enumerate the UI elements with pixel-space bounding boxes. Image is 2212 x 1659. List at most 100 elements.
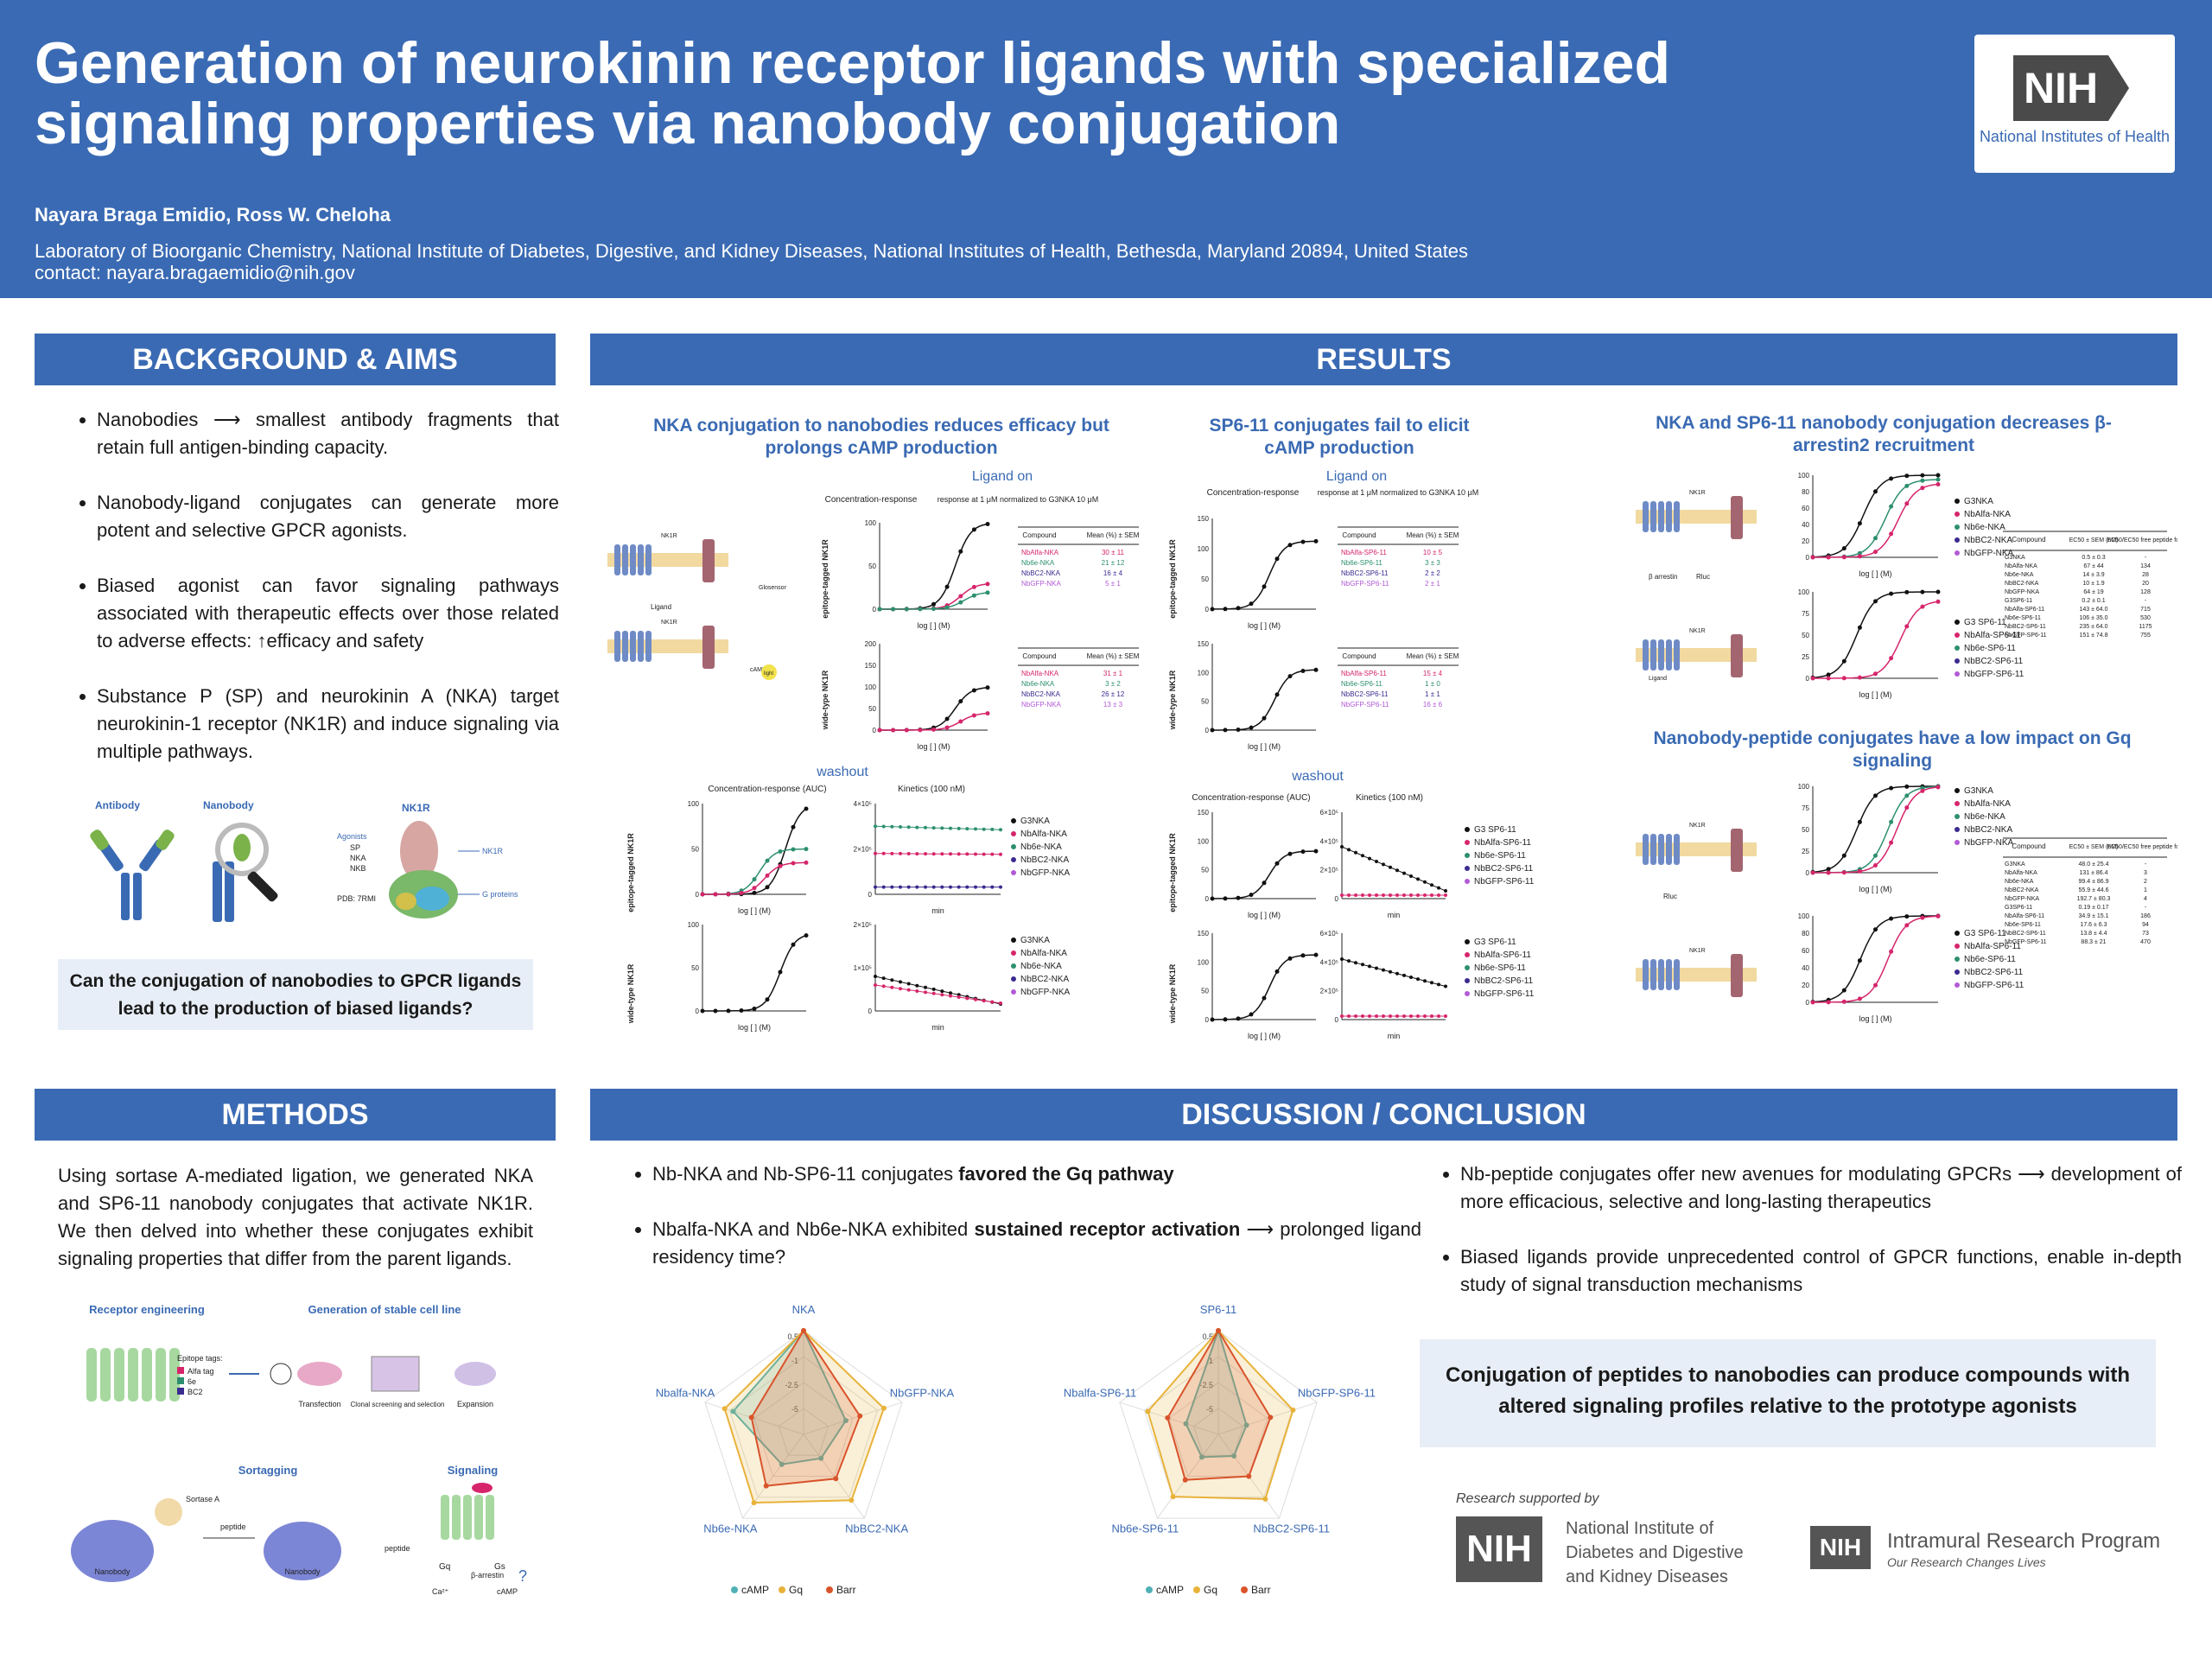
radar-series-cAMP [1185, 1327, 1248, 1459]
data-point [1249, 893, 1254, 898]
table-cell: - [2145, 905, 2147, 911]
data-point [1262, 995, 1267, 1001]
table-header: Mean (%) ± SEM [1407, 652, 1459, 660]
radar-series-Barr [750, 1329, 861, 1487]
data-point [985, 685, 990, 690]
legend-label: NbAlfa-NKA [1020, 830, 1067, 839]
nk1r-label: NK1R [402, 802, 430, 814]
data-point [985, 582, 990, 587]
nbalfa-kinetics [874, 984, 1001, 1004]
tick-label: 6×10⁵ [1320, 809, 1338, 817]
legend-label: NbAlfa-NKA [1964, 510, 2011, 519]
legend-label: NbGFP-SP6-11 [1474, 989, 1535, 999]
legend-marker [1011, 963, 1016, 969]
data-point [1223, 728, 1228, 733]
radar-point [1246, 1473, 1252, 1479]
data-point [904, 728, 909, 733]
table-cell: NbBC2-SP6-11 [2005, 931, 2046, 937]
ligand-diagram-label: Ligand [651, 603, 671, 611]
table-cell: 1 ± 0 [1425, 680, 1440, 688]
cyclase [1731, 634, 1743, 677]
legend-label: NbGFP-NKA [1964, 549, 2014, 558]
tick-label: 2×10⁵ [854, 846, 872, 854]
radar-point [1290, 1407, 1296, 1413]
data-point [752, 877, 757, 882]
discussion-header: DISCUSSION / CONCLUSION [590, 1089, 2177, 1141]
tick-label: 40 [1802, 964, 1809, 972]
legend-label: NbGFP-SP6-11 [1964, 670, 2024, 679]
table-cell: NbAlfa-SP6-11 [2005, 607, 2044, 613]
radar-grid [778, 1408, 830, 1456]
tick-label: 2×10⁵ [854, 921, 872, 929]
data-point [1904, 624, 1910, 629]
legend-marker [1955, 550, 1960, 556]
discussion-left-bullets: Nb-NKA and Nb-SP6-11 conjugates favored … [626, 1160, 1421, 1299]
tick-label: 0 [868, 1007, 873, 1015]
legend-label: NbBC2-NKA [1020, 975, 1069, 984]
chart-title: Concentration-response (AUC) [708, 785, 826, 794]
data-point [1274, 861, 1280, 866]
radar-category-label: Nb6e-SP6-11 [1111, 1522, 1179, 1535]
tick-label: 50 [1802, 632, 1809, 639]
row-label: epitope-tagged NK1R [1168, 833, 1177, 912]
tick-label: 50 [691, 846, 699, 854]
camp-diagram-label: cAMP [750, 667, 766, 673]
data-point [1210, 896, 1215, 901]
data-point [891, 728, 896, 733]
radar-legend-label: Barr [836, 1584, 856, 1596]
data-point [1873, 793, 1878, 798]
nbalfa-kinetics [875, 853, 1001, 855]
receptor-helix [638, 544, 644, 575]
data-point [1300, 849, 1306, 855]
data-point [700, 1008, 705, 1014]
legend-label: Nb6e-SP6-11 [1474, 963, 1526, 973]
legend-marker [1465, 853, 1470, 858]
data-point [1826, 555, 1831, 560]
niddk-name: National Institute of Diabetes and Diges… [1566, 1519, 1744, 1586]
table-cell: 134 [2140, 563, 2151, 569]
tick-label: 75 [1802, 804, 1809, 812]
g3nka-curve [702, 934, 807, 1012]
data-point [1857, 675, 1862, 680]
legend-label: NbBC2-SP6-11 [1474, 976, 1534, 986]
g3nka-kinetics [874, 976, 1001, 1005]
legend-marker [1955, 645, 1960, 651]
data-point [944, 605, 950, 610]
table-cell: 470 [2140, 939, 2151, 945]
legend-marker [1465, 879, 1470, 884]
legend-marker [1465, 827, 1470, 832]
radar-category-label: NbBC2-SP6-11 [1253, 1522, 1330, 1535]
legend-label: NbGFP-NKA [1020, 868, 1071, 878]
legend-label: G3NKA [1020, 817, 1050, 826]
receptor-helix [622, 631, 628, 662]
receptor-helix [1674, 639, 1680, 671]
data-point [1249, 1012, 1254, 1017]
data-point [971, 688, 976, 693]
legend-marker [1955, 814, 1960, 819]
sortase-label: Sortase A [186, 1495, 219, 1503]
radar-point [779, 1461, 785, 1467]
receptor-helix [630, 631, 636, 662]
data-point [1904, 784, 1910, 789]
data-point [778, 849, 783, 854]
row-label: wide-type NK1R [1168, 963, 1177, 1024]
x-axis-label: log [ ] (M) [1248, 1032, 1281, 1040]
table-cell: 1 [2144, 887, 2147, 893]
data-point [1936, 477, 1941, 482]
signaling-label: Signaling [448, 1464, 499, 1477]
tick-label: 4×10⁵ [854, 800, 872, 808]
nbalfa-curve [1813, 601, 1939, 679]
g3sp-curve [1212, 850, 1316, 899]
six-e-swatch [177, 1377, 184, 1384]
data-point [1300, 539, 1306, 544]
data-point [1936, 473, 1941, 478]
data-point [804, 847, 809, 852]
data-point [1873, 927, 1878, 932]
chart-title: Kinetics (100 nM) [898, 785, 965, 794]
data-point [1841, 546, 1847, 551]
washout-label-1: washout [817, 765, 868, 779]
tick-label: 100 [688, 921, 700, 929]
list-item: Biased agonist can favor signaling pathw… [97, 572, 559, 655]
tick-label: 20 [1802, 982, 1809, 989]
x-axis-label: min [931, 1023, 944, 1032]
